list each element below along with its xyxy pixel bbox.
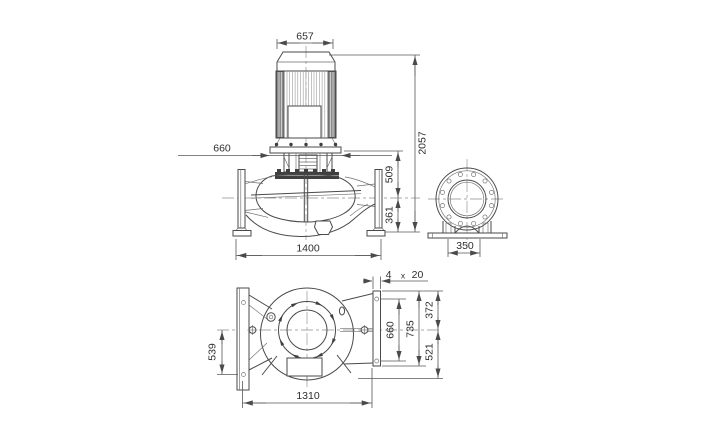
gauge-port-left bbox=[247, 325, 258, 335]
discharge-flange bbox=[374, 169, 383, 229]
end-view-feet bbox=[427, 221, 508, 239]
bore-circle-plan bbox=[286, 309, 328, 351]
dim-hole-size: 20 bbox=[412, 269, 424, 281]
plan-view: 4 x 20 660 735 372 bbox=[207, 269, 443, 408]
dim-foot-hole-spacing: 350 bbox=[456, 240, 474, 252]
casing-lug-right bbox=[338, 306, 346, 316]
motor-flange bbox=[269, 146, 342, 154]
casing-lug-left bbox=[266, 312, 276, 322]
plan-dimensions: 4 x 20 660 735 372 bbox=[207, 269, 443, 408]
motor-fin-band-right bbox=[327, 71, 336, 138]
motor bbox=[269, 51, 342, 154]
discharge-flange-plan bbox=[372, 290, 381, 367]
flange-bolt-holes bbox=[440, 172, 494, 226]
dim-hole-count: 4 bbox=[386, 269, 392, 281]
dim-base-length: 1400 bbox=[296, 243, 320, 255]
front-pipe-flanges bbox=[232, 169, 386, 237]
dim-center-to-hole: 539 bbox=[207, 343, 219, 361]
dim-flange-hole-spacing: 660 bbox=[385, 321, 397, 339]
motor-fin-band-left bbox=[276, 71, 285, 138]
front-dimensions: 657 660 2057 509 361 bbox=[178, 31, 429, 260]
dim-flange-height: 735 bbox=[405, 320, 417, 338]
flange-outer-circle bbox=[435, 167, 499, 231]
dim-hole-sep: x bbox=[401, 271, 406, 281]
dim-center-to-flange-top: 372 bbox=[424, 301, 436, 319]
dim-center-to-bottom: 521 bbox=[424, 343, 436, 361]
end-dimensions: 350 bbox=[447, 239, 481, 257]
motor-flange-bolts bbox=[274, 142, 338, 147]
volute-casing-plan bbox=[248, 287, 374, 381]
casing-split-line bbox=[250, 190, 362, 196]
front-elevation-view: 657 660 2057 509 361 bbox=[178, 31, 429, 260]
left-foot bbox=[232, 230, 252, 237]
volute-bottom-spiral bbox=[245, 203, 376, 238]
plan-flanges bbox=[236, 287, 381, 391]
dim-base-to-center: 361 bbox=[384, 206, 396, 224]
volute-oval-face bbox=[255, 173, 356, 223]
volute-casing-front bbox=[244, 173, 376, 238]
motor-terminal-box bbox=[287, 105, 322, 139]
suction-flange-plan bbox=[236, 287, 250, 391]
gauge-port-right bbox=[359, 325, 370, 335]
dim-motor-width: 657 bbox=[296, 31, 314, 43]
right-foot bbox=[366, 230, 386, 237]
dim-head-width: 660 bbox=[213, 143, 231, 155]
suction-flange bbox=[237, 169, 246, 229]
dim-center-to-head: 509 bbox=[384, 166, 396, 184]
dim-overall-length: 1310 bbox=[296, 390, 320, 402]
drain-plug bbox=[313, 220, 334, 235]
dim-total-height: 2057 bbox=[417, 131, 429, 155]
end-view-baseplate bbox=[427, 232, 508, 239]
end-flange-view: 350 bbox=[427, 159, 508, 257]
flange-bore-circle bbox=[447, 179, 487, 219]
base-pad-plan bbox=[286, 357, 323, 377]
